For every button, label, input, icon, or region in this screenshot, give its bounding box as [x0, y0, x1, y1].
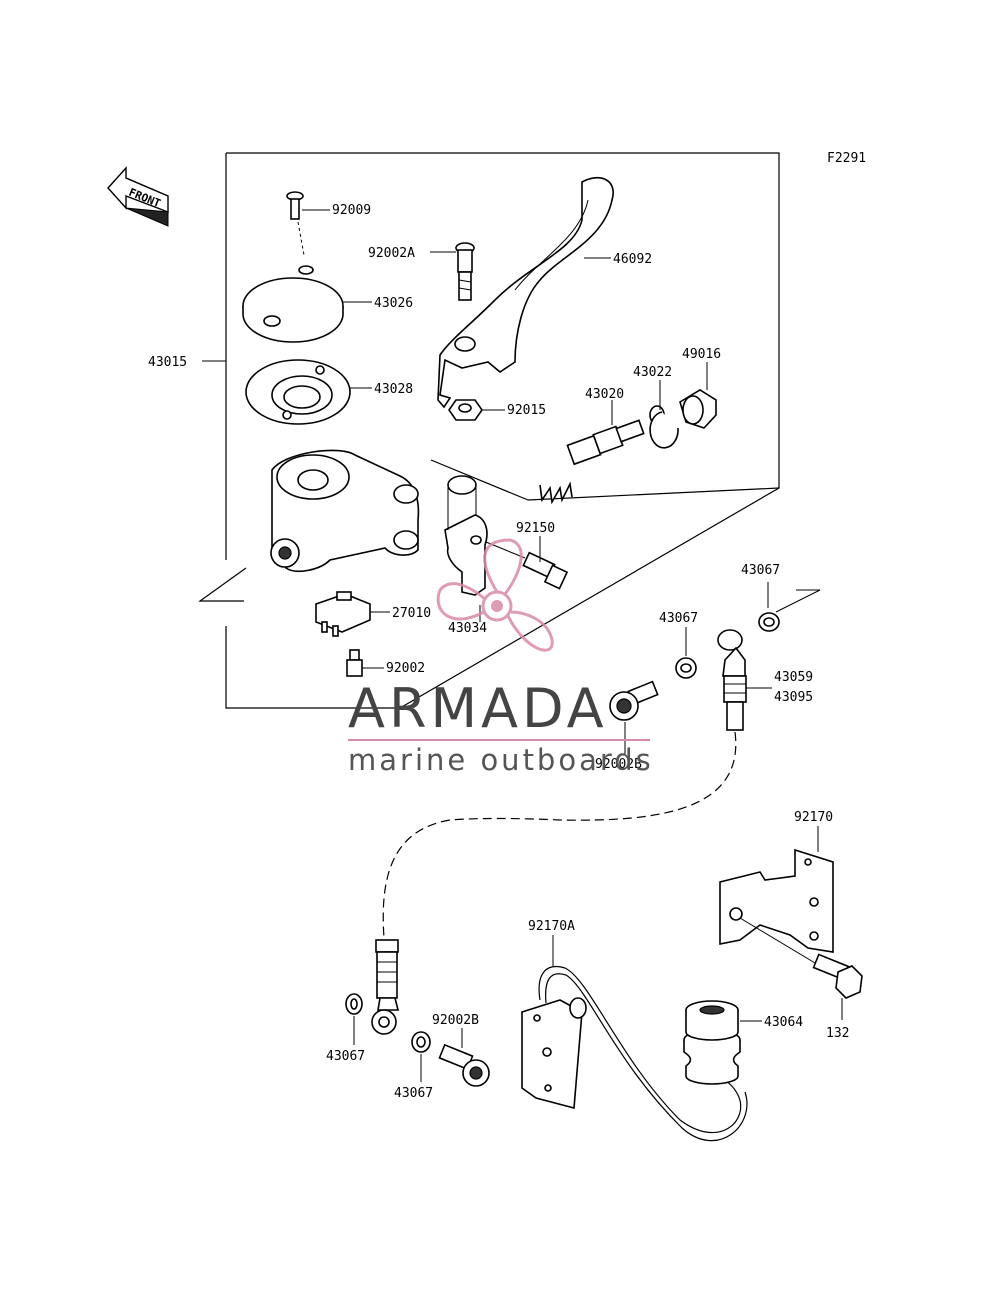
label-92015: 92015 [507, 403, 546, 418]
figure-code: F2291 [827, 151, 866, 166]
watermark-logo-icon [436, 538, 554, 652]
label-132: 132 [826, 1026, 849, 1041]
brake-lever-46092 [437, 176, 614, 409]
nut-92015 [448, 399, 483, 421]
label-43026: 43026 [374, 296, 413, 311]
clamp-bolt-92150 [485, 541, 569, 590]
label-43067-d: 43067 [394, 1086, 433, 1101]
label-92170: 92170 [794, 810, 833, 825]
label-43067-c: 43067 [326, 1049, 365, 1064]
hose-fitting-lower [371, 939, 400, 1035]
hose-fitting-43059 [717, 629, 747, 731]
diaphragm-plate-43028 [245, 359, 351, 425]
reservoir-cap-43026 [242, 265, 344, 343]
banjo-bolt-92002B-b [438, 1043, 490, 1087]
label-43034: 43034 [448, 621, 487, 636]
label-92002B-b: 92002B [432, 1013, 479, 1028]
label-43064: 43064 [764, 1015, 803, 1030]
label-43067-b: 43067 [659, 611, 698, 626]
label-92170A: 92170A [528, 919, 575, 934]
label-43067-a: 43067 [741, 563, 780, 578]
master-cylinder-body [270, 449, 420, 572]
label-43028: 43028 [374, 382, 413, 397]
bracket-92170 [719, 848, 834, 953]
clamp-43034 [444, 475, 488, 596]
pivot-bolt-92002A [455, 242, 475, 301]
label-43022: 43022 [633, 365, 672, 380]
label-43015: 43015 [148, 355, 187, 370]
watermark-tagline: marine outboards [348, 743, 654, 777]
brake-switch-27010 [315, 591, 371, 637]
washer-43067-a [758, 612, 780, 632]
label-43020: 43020 [585, 387, 624, 402]
assembly-frame [198, 152, 780, 709]
washer-43067-d [411, 1031, 431, 1053]
washer-43067-b [675, 657, 697, 679]
label-49016: 49016 [682, 347, 721, 362]
label-46092: 46092 [613, 252, 652, 267]
label-27010: 27010 [392, 606, 431, 621]
piston-assembly-43020 [539, 405, 665, 505]
front-arrow-icon: FRONT [107, 166, 169, 227]
label-43095: 43095 [774, 690, 813, 705]
label-92002A: 92002A [368, 246, 415, 261]
label-92009: 92009 [332, 203, 371, 218]
label-92150: 92150 [516, 521, 555, 536]
screw-92009 [286, 191, 304, 220]
grommet-43064 [683, 1000, 741, 1085]
bracket-92170A [521, 966, 748, 1142]
circlip-43022 [649, 411, 679, 449]
banjo-bolt-92002B-a [609, 680, 659, 721]
watermark-brand: ARMADA [348, 677, 608, 740]
label-43059: 43059 [774, 670, 813, 685]
screw-92002 [346, 649, 363, 677]
label-92002: 92002 [386, 661, 425, 676]
washer-43067-c [345, 993, 363, 1015]
label-92002B-a: 92002B [595, 757, 642, 772]
bolt-132 [812, 953, 863, 999]
dust-boot-49016 [679, 389, 717, 429]
brake-hose [382, 731, 737, 939]
